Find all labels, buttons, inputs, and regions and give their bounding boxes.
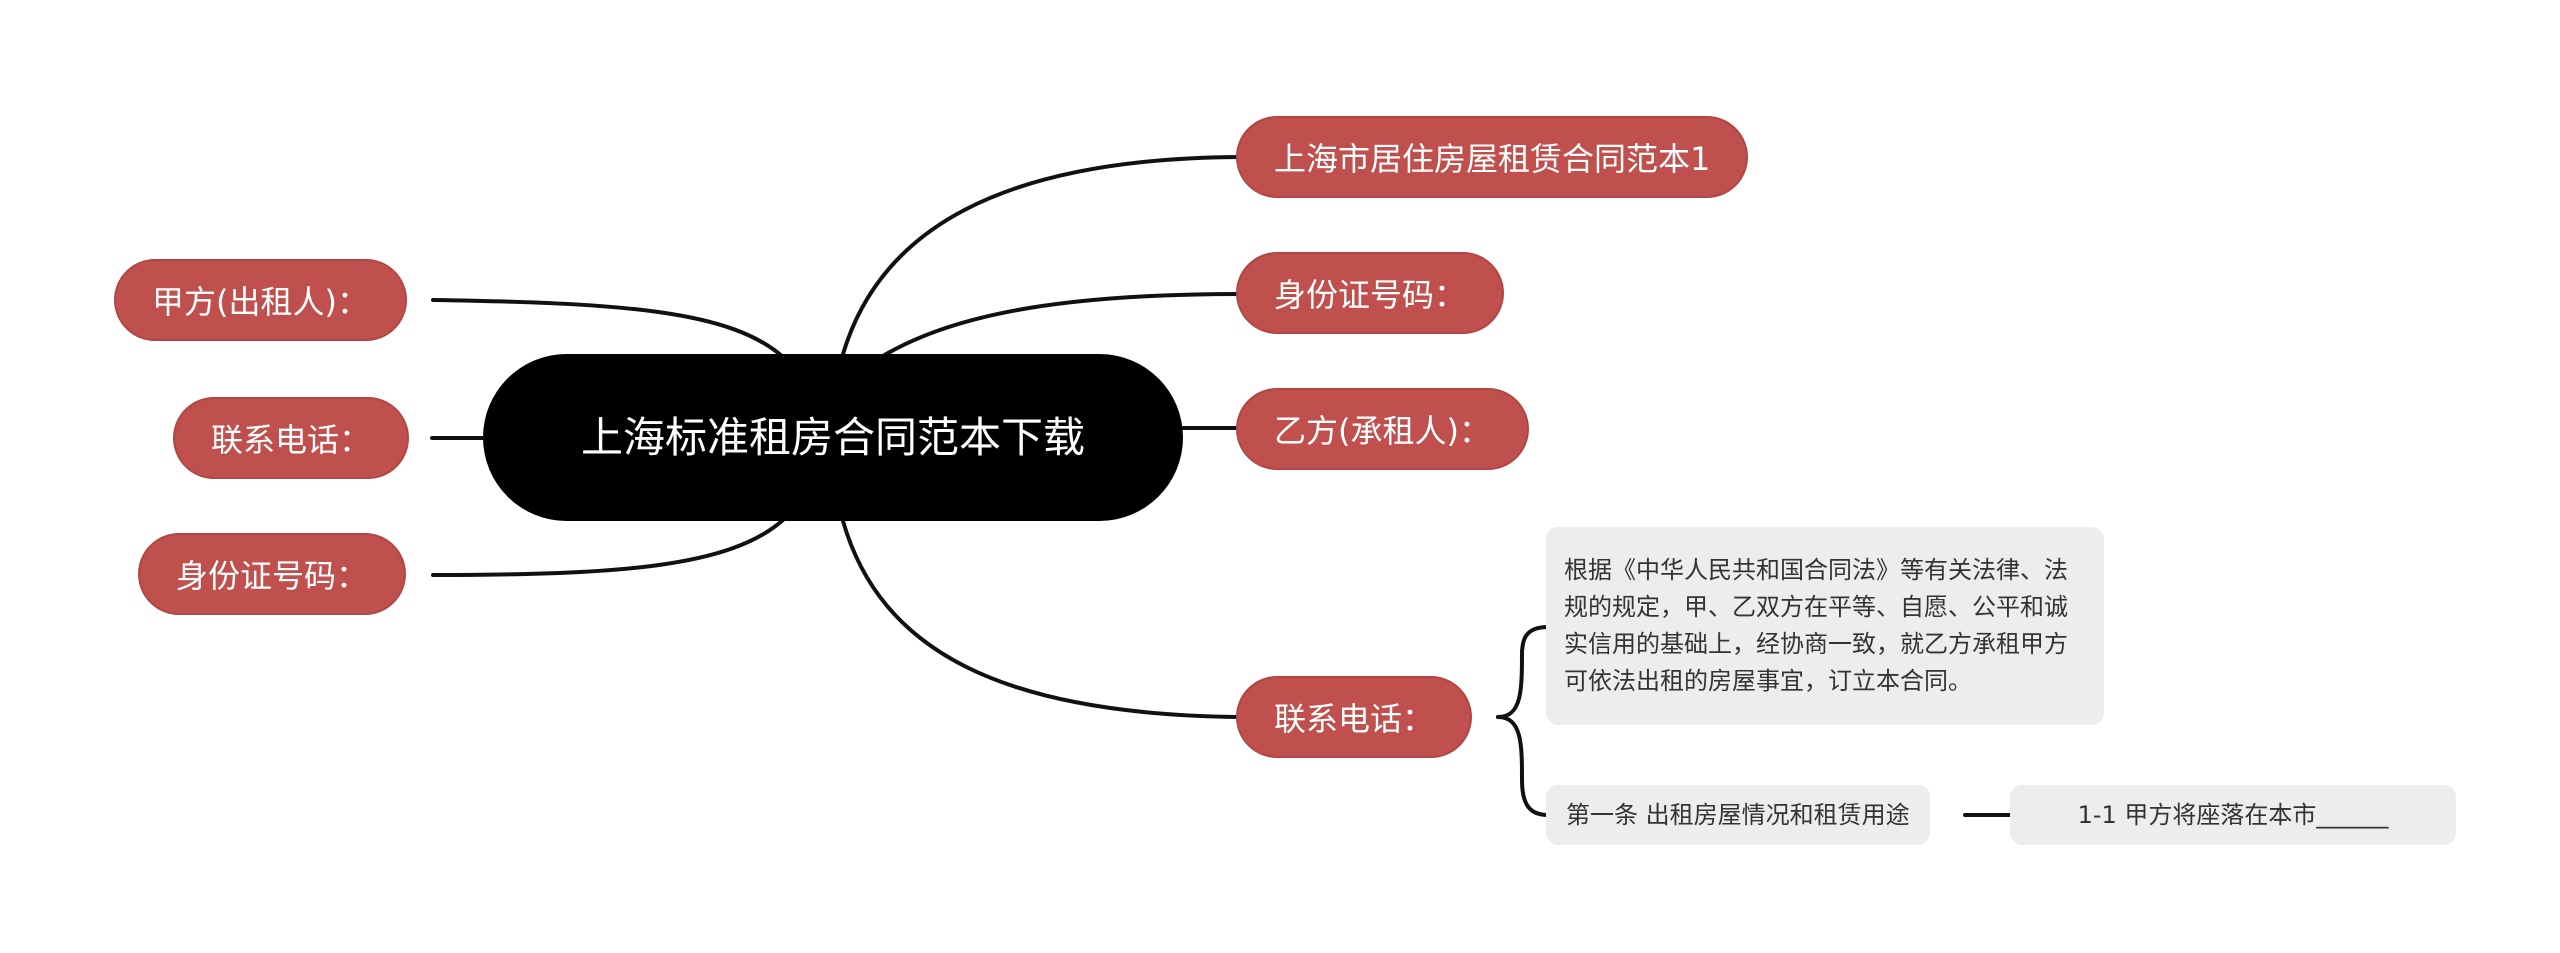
connector-right-1 (841, 155, 1244, 356)
left-node-landlord-label: 甲方(出租人)： (152, 283, 369, 321)
connector-left-1 (431, 298, 785, 359)
left-node-landlord[interactable]: 甲方(出租人)： (114, 259, 407, 341)
right-node-id-number[interactable]: 身份证号码： (1236, 252, 1505, 334)
connector-right-4 (841, 519, 1244, 719)
detail-node-article-1-text: 第一条 出租房屋情况和租赁用途 (1566, 800, 1910, 829)
left-node-phone-label: 联系电话： (211, 421, 372, 459)
connector-bracket-lower (1496, 715, 1550, 817)
right-node-tenant-label: 乙方(承租人)： (1274, 412, 1491, 450)
detail-node-preamble[interactable]: 根据《中华人民共和国合同法》等有关法律、法规的规定，甲、乙双方在平等、自愿、公平… (1546, 527, 2104, 725)
right-node-phone-label: 联系电话： (1274, 700, 1435, 738)
root-topic[interactable]: 上海标准租房合同范本下载 (483, 354, 1183, 521)
left-node-id-number-label: 身份证号码： (176, 557, 369, 595)
left-node-phone[interactable]: 联系电话： (173, 397, 410, 479)
detail-node-article-1[interactable]: 第一条 出租房屋情况和租赁用途 (1546, 785, 1930, 845)
root-topic-label: 上海标准租房合同范本下载 (580, 412, 1085, 462)
right-node-contract-template-label: 上海市居住房屋租赁合同范本1 (1274, 140, 1711, 178)
right-node-tenant[interactable]: 乙方(承租人)： (1236, 388, 1529, 470)
detail-node-clause-1-1[interactable]: 1-1 甲方将座落在本市______ (2010, 785, 2456, 845)
detail-node-preamble-text: 根据《中华人民共和国合同法》等有关法律、法规的规定，甲、乙双方在平等、自愿、公平… (1564, 556, 2068, 695)
connector-bracket (1496, 625, 1550, 719)
detail-node-clause-1-1-text: 1-1 甲方将座落在本市______ (2077, 800, 2389, 829)
left-node-id-number[interactable]: 身份证号码： (138, 533, 407, 615)
connector-left-3 (431, 518, 785, 577)
right-node-contract-template[interactable]: 上海市居住房屋租赁合同范本1 (1236, 116, 1749, 198)
right-node-id-number-label: 身份证号码： (1274, 276, 1467, 314)
right-node-phone[interactable]: 联系电话： (1236, 676, 1473, 758)
connector-right-2 (881, 292, 1244, 358)
